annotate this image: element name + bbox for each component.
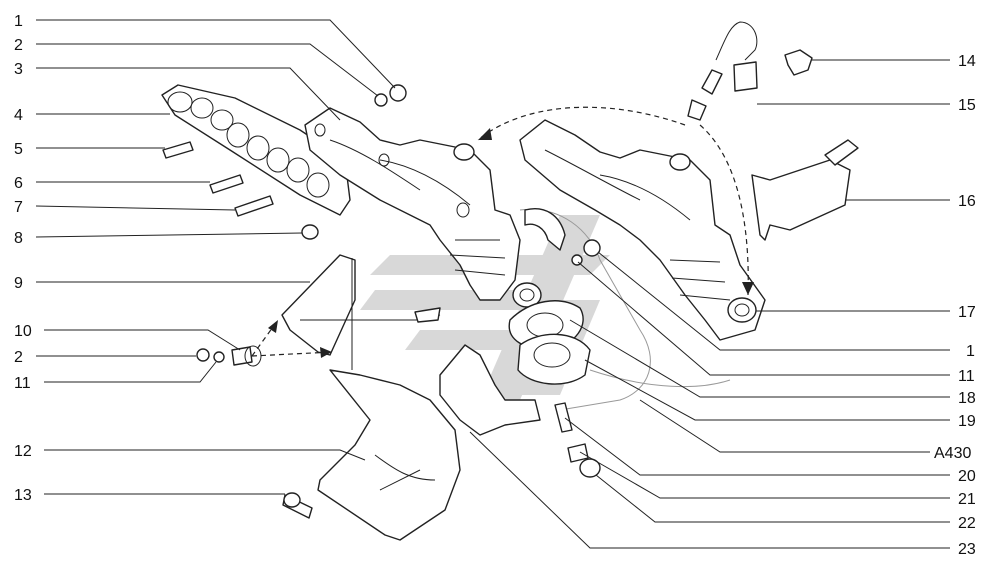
callout-11: 11 <box>14 375 31 392</box>
manifold-gasket <box>161 84 351 216</box>
studs <box>162 141 274 217</box>
pipe-clamp <box>524 208 566 251</box>
callout-8: 8 <box>14 230 23 247</box>
callout-11b: 11 <box>958 368 975 385</box>
callout-18: 18 <box>958 390 976 407</box>
callouts-left: 1 2 3 4 5 6 7 8 9 10 2 11 12 13 <box>14 13 32 504</box>
bolt-washers <box>196 345 262 367</box>
nuts-right <box>571 239 601 266</box>
lower-heat-shield <box>439 344 541 436</box>
callout-14: 14 <box>958 53 976 70</box>
leader-lines <box>35 19 950 549</box>
clip-14 <box>784 49 813 76</box>
callout-19: 19 <box>958 413 976 430</box>
callout-3: 3 <box>14 61 23 78</box>
callout-15: 15 <box>958 97 976 114</box>
callout-12: 12 <box>14 443 32 460</box>
callout-13: 13 <box>14 487 32 504</box>
callout-21: 21 <box>958 491 976 508</box>
callout-4: 4 <box>14 107 23 124</box>
bolt-13 <box>282 492 313 519</box>
flange-gasket <box>508 300 591 385</box>
callout-a430: A430 <box>934 445 971 462</box>
stud-nut-lower <box>554 402 601 478</box>
exhaust-manifold-left <box>304 107 542 308</box>
oxygen-sensor <box>687 21 758 121</box>
callout-20: 20 <box>958 468 976 485</box>
callout-7: 7 <box>14 199 23 216</box>
callout-22: 22 <box>958 515 976 532</box>
nut-washer-top <box>301 84 407 240</box>
assembly-arrows <box>251 106 754 358</box>
heat-shield <box>317 369 461 541</box>
callout-23: 23 <box>958 541 976 558</box>
callout-2b: 2 <box>14 349 23 366</box>
callouts-right: 14 15 16 17 1 11 18 19 A430 20 21 22 23 <box>934 53 976 558</box>
callout-2: 2 <box>14 37 23 54</box>
callout-16: 16 <box>958 193 976 210</box>
callout-17: 17 <box>958 304 976 321</box>
callout-1b: 1 <box>966 343 975 360</box>
callout-9: 9 <box>14 275 23 292</box>
callout-5: 5 <box>14 141 23 158</box>
callout-10: 10 <box>14 323 32 340</box>
exhaust-manifold-right <box>519 119 766 341</box>
callout-1: 1 <box>14 13 23 30</box>
support-bracket <box>281 254 441 370</box>
sensor-heat-shield <box>751 139 859 241</box>
callout-6: 6 <box>14 175 23 192</box>
